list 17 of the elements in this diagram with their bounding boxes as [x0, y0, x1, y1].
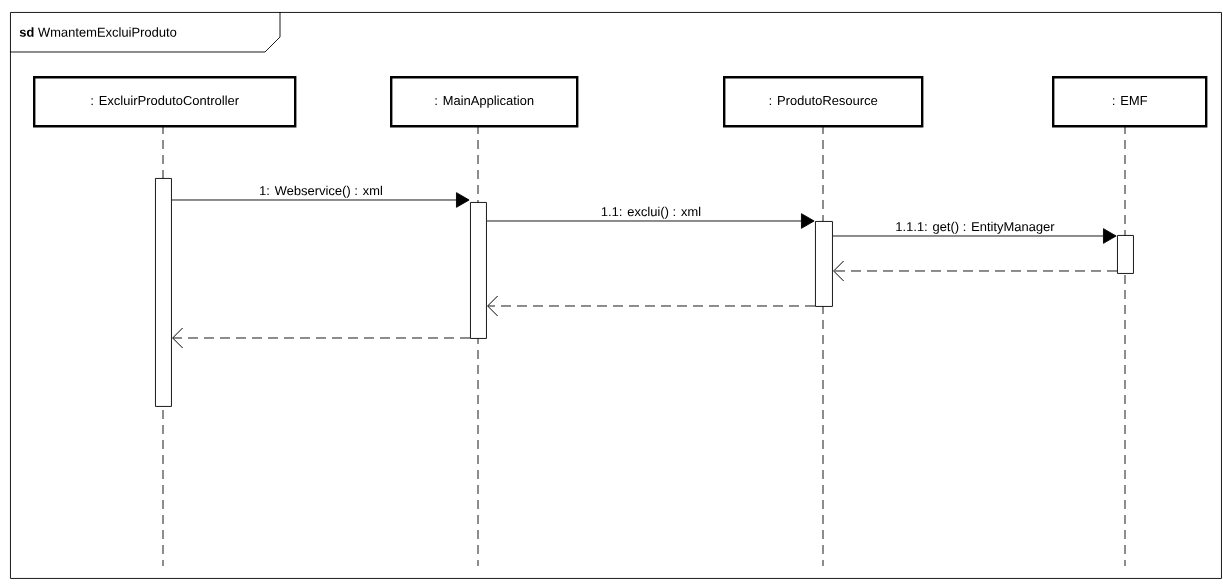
activation-bar [155, 178, 172, 407]
activation-bar [1117, 235, 1134, 274]
activation-bar [470, 202, 487, 339]
message-arrow [487, 295, 816, 317]
activation-bar [815, 221, 833, 307]
lifeline-head: : ExcluirProdutoController [33, 76, 297, 128]
message-label: 1.1.1: get() : EntityManager [894, 220, 1056, 235]
message-arrow [172, 327, 471, 349]
lifeline-head: : MainApplication [390, 76, 579, 128]
message-arrow [833, 260, 1118, 282]
message-arrow [832, 228, 1117, 244]
message-label: 1: Webservice() : xml [258, 184, 384, 199]
message-arrow [486, 213, 815, 229]
message-arrow [171, 192, 470, 208]
lifeline-head: : ProdutoResource [723, 76, 924, 128]
message-label: 1.1: exclui() : xml [599, 205, 703, 220]
lifeline-head: : EMF [1052, 76, 1208, 128]
